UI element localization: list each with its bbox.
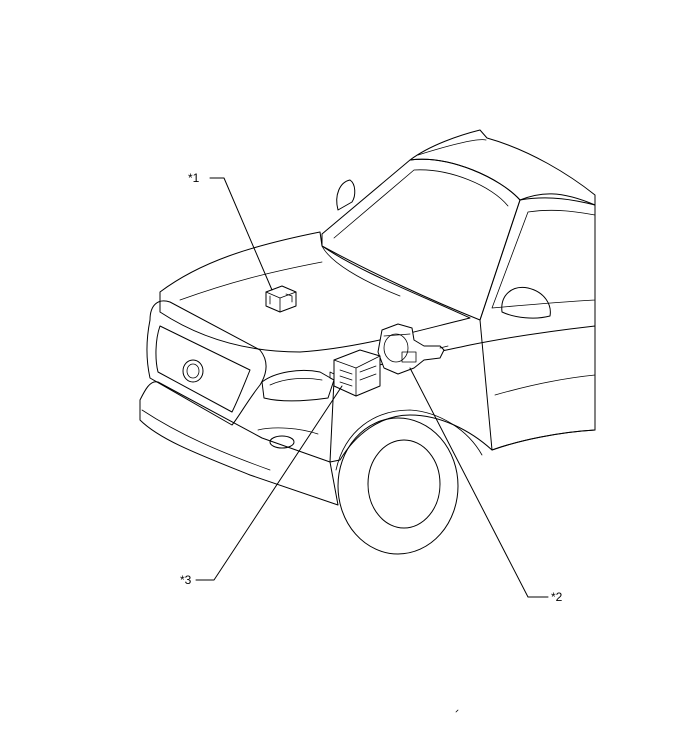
roof xyxy=(409,129,596,206)
headlight xyxy=(261,369,335,402)
vehicle-outline xyxy=(139,129,596,555)
windshield-inner xyxy=(333,169,509,239)
hood-crease-2 xyxy=(321,245,401,297)
callout-label-2: *2 xyxy=(551,590,563,604)
component-3-control-unit xyxy=(329,349,381,397)
side-mirror xyxy=(501,286,551,319)
fog-light xyxy=(269,435,295,449)
emblem-inner xyxy=(186,363,200,379)
component-1-module xyxy=(265,285,297,313)
grille-frame xyxy=(146,300,267,426)
bumper-slot xyxy=(257,427,319,435)
front-wheel-tire xyxy=(337,417,459,555)
roof-edge xyxy=(417,139,487,156)
upper-mirror xyxy=(336,179,356,211)
callout-label-3: *3 xyxy=(180,573,192,587)
leader-line-2 xyxy=(409,367,549,598)
leader-line-1 xyxy=(209,177,273,291)
door-panel xyxy=(479,197,596,451)
bumper xyxy=(139,381,339,506)
bumper-lower xyxy=(141,409,271,471)
door-line xyxy=(494,374,596,396)
grille xyxy=(155,325,251,413)
stray-mark xyxy=(455,709,459,713)
callout-label-1: *1 xyxy=(188,171,200,185)
component-2-brake-actuator xyxy=(377,323,449,375)
emblem xyxy=(182,359,204,383)
headlight-inner xyxy=(269,378,323,386)
hood xyxy=(159,231,471,353)
leader-line-3 xyxy=(195,385,343,581)
door-window xyxy=(491,209,596,309)
wheel-arch xyxy=(335,409,483,471)
front-wheel-rim xyxy=(367,439,441,529)
hood-crease xyxy=(179,261,323,301)
fender xyxy=(329,325,596,463)
